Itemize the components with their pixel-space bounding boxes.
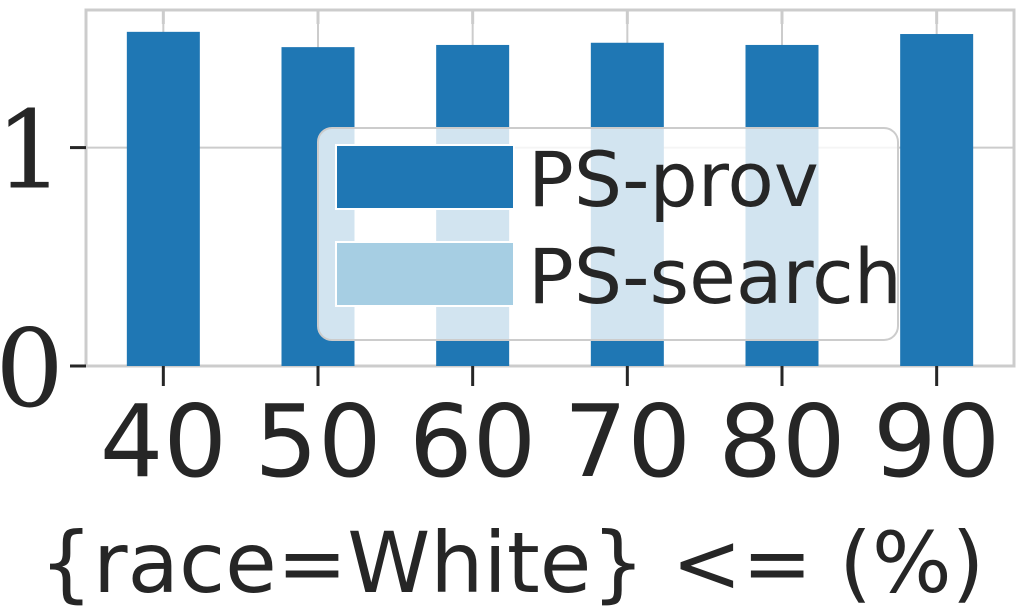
x-tick-label: 70 [564,383,691,500]
y-tick-label: 0 [0,307,64,432]
x-tick-label: 90 [873,383,1000,500]
legend-label-ps-search: PS-search [528,232,902,321]
x-axis-label: {race=White} <= (%) [40,514,985,610]
legend-label-ps-prov: PS-prov [528,135,819,224]
y-ticks: 01 [0,89,86,432]
x-tick-label: 80 [718,383,845,500]
legend-swatch-ps-prov [335,144,515,210]
x-tick-label: 50 [254,383,381,500]
legend-swatch-ps-search [335,241,515,307]
bar-ps-prov [126,31,200,367]
legend: PS-prov PS-search [317,127,902,341]
x-tick-label: 40 [100,383,227,500]
y-tick-label: 1 [0,89,64,214]
x-tick-label: 60 [409,383,536,500]
bar-ps-prov [900,34,974,367]
